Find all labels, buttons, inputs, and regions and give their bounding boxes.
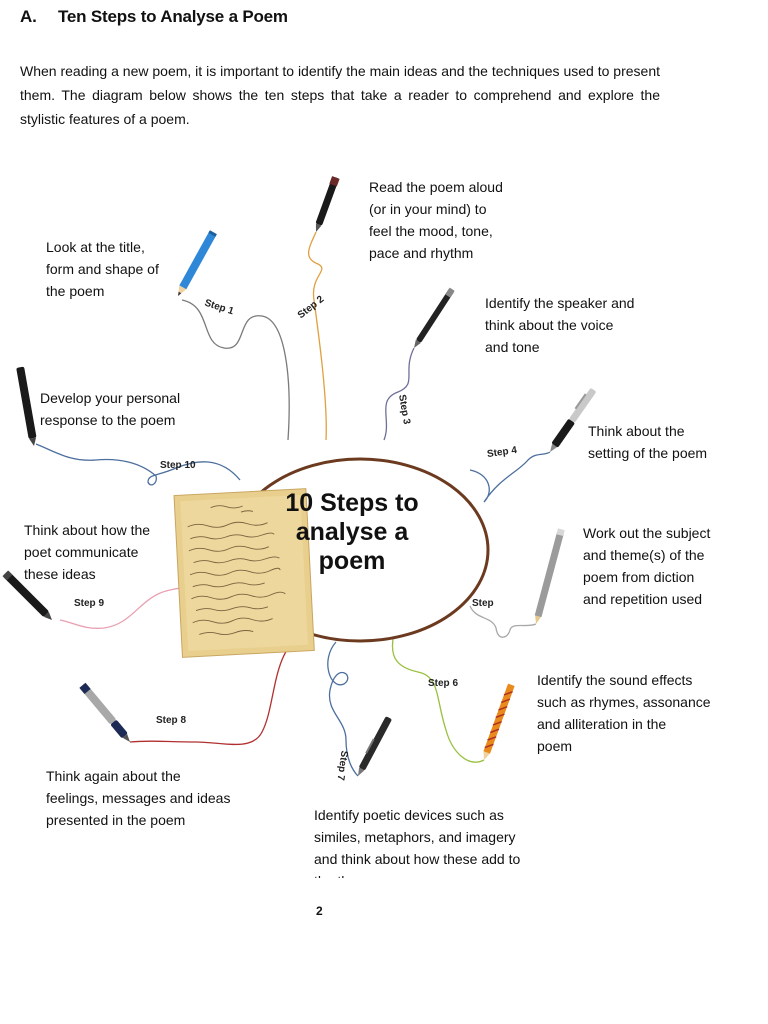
step-label-8: Step 8	[156, 715, 187, 726]
connector-step-7	[327, 641, 359, 777]
crop-edge	[300, 878, 560, 890]
pencil-step-1-icon	[178, 230, 217, 296]
step-9-text: Think about how the poet communicate the…	[24, 522, 151, 582]
connector-step-5	[469, 605, 537, 638]
pen-step-4-icon	[550, 388, 596, 452]
step-label-9: Step 9	[74, 598, 105, 609]
step-3-text: Identify the speaker and think about the…	[485, 295, 635, 355]
connector-step-2	[308, 231, 327, 441]
section-letter: A.	[20, 7, 37, 26]
pencil-step-5-icon	[534, 528, 565, 624]
page-number: 2	[316, 904, 323, 918]
connector-step-10	[35, 443, 241, 486]
manuscript-paper	[173, 488, 315, 658]
pen-step-3-icon	[414, 287, 455, 348]
pen-step-2-icon	[315, 176, 340, 232]
pen-step-7-icon	[358, 716, 392, 776]
step-8-text: Think again about the feelings, messages…	[46, 768, 231, 828]
step-5-text: Work out the subject and theme(s) of the…	[583, 525, 711, 607]
connector-step-8	[129, 635, 303, 746]
section-title: Ten Steps to Analyse a Poem	[58, 7, 288, 26]
step-4-text: Think about the setting of the poem	[588, 423, 708, 461]
hub-title: 10 Steps to analyse a poem	[285, 489, 419, 575]
step-label-5: Step	[472, 598, 494, 609]
step-label-6: Step 6	[428, 678, 459, 689]
pencil-step-6-icon	[483, 683, 515, 760]
step-2-text: Read the poem aloud (or in your mind) to…	[369, 179, 503, 261]
connector-step-3	[383, 347, 415, 441]
connector-step-1	[181, 299, 290, 441]
pen-step-9-icon	[2, 570, 52, 620]
step-label-10: Step 10	[160, 460, 196, 471]
step-10-text: Develop your personal response to the po…	[40, 390, 181, 428]
connector-step-6	[391, 633, 485, 763]
connector-step-4	[469, 451, 551, 503]
pen-step-10-icon	[16, 366, 37, 446]
step-6-text: Identify the sound effects such as rhyme…	[537, 672, 711, 754]
pen-step-8-icon	[79, 682, 130, 742]
intro-paragraph: When reading a new poem, it is important…	[20, 63, 660, 127]
step-1-text: Look at the title, form and shape of the…	[46, 239, 159, 299]
section-heading: A. Ten Steps to Analyse a Poem	[20, 7, 288, 27]
